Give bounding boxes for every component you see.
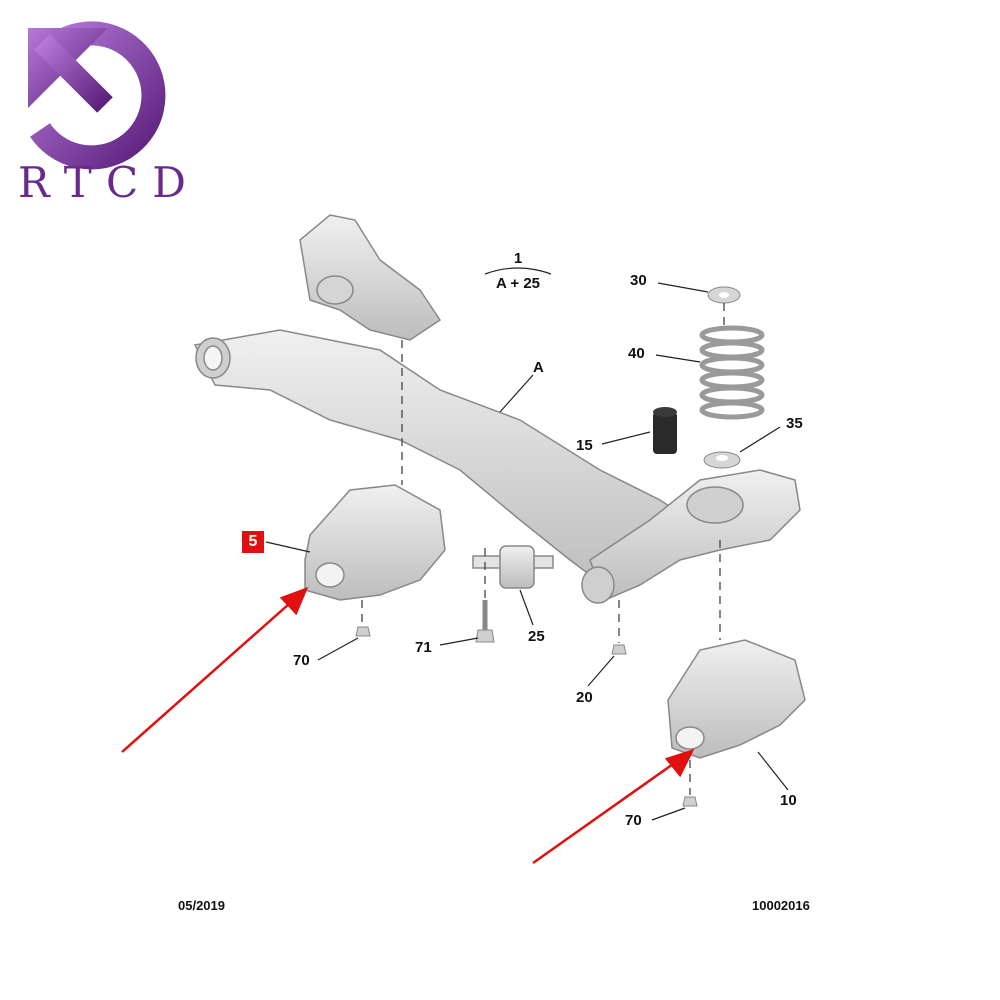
part-30-spring-seat: [707, 286, 741, 304]
callout-5-highlighted: 5: [242, 531, 264, 553]
part-40-coil-spring: [699, 325, 765, 420]
callout-25: 25: [528, 628, 545, 645]
logo-letter: D: [152, 158, 188, 207]
part-15-bump-stop: [653, 407, 677, 454]
logo-icon: [28, 21, 166, 170]
rear-axle-beam: [193, 214, 801, 604]
assembly-number: 1: [513, 250, 523, 267]
callout-30: 30: [630, 272, 647, 289]
callout-35: 35: [786, 415, 803, 432]
highlight-arrows: [121, 586, 695, 865]
part-25-bush: [472, 545, 554, 589]
part-10-shield: [667, 639, 806, 759]
callout-70-right: 70: [625, 812, 642, 829]
logo-letter: C: [105, 158, 141, 207]
footer-reference-code: 10002016: [752, 898, 810, 913]
callout-15: 15: [576, 437, 593, 454]
footer-date: 05/2019: [178, 898, 225, 913]
leader-lines: [265, 267, 789, 821]
logo-wordmark: R T C D: [18, 158, 188, 207]
callout-20: 20: [576, 689, 593, 706]
part-35-spring-seat: [703, 451, 741, 469]
part-5-shield: [304, 484, 446, 601]
assembly-composition: A + 25: [495, 275, 541, 292]
callout-A: A: [533, 359, 544, 376]
nut-icons: [355, 626, 698, 807]
assembly-axes: [361, 303, 725, 795]
callout-40: 40: [628, 345, 645, 362]
logo-letter: R: [18, 158, 52, 207]
callout-10: 10: [780, 792, 797, 809]
assembly-callout: 1 A + 25: [482, 250, 554, 292]
callout-70-left: 70: [293, 652, 310, 669]
callout-71: 71: [415, 639, 432, 656]
logo-letter: T: [63, 158, 94, 207]
part-71-bolt: [475, 600, 495, 643]
